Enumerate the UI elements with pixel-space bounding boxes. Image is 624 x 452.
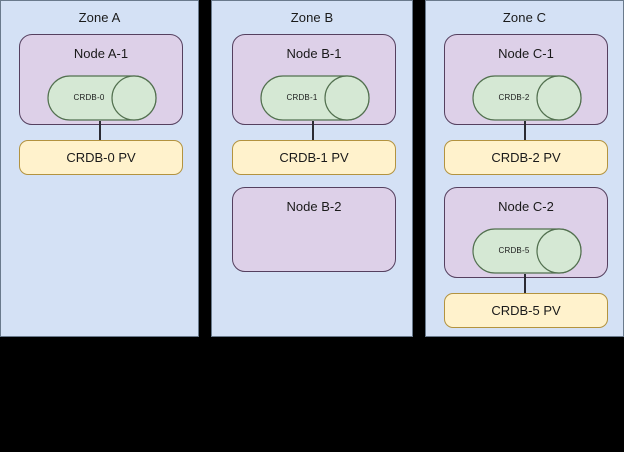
- pod-crdb-2: CRDB-2: [472, 75, 582, 121]
- node-c-1: Node C-1 CRDB-2: [444, 34, 608, 125]
- pv-crdb-5-label: CRDB-5 PV: [491, 303, 561, 318]
- pv-crdb-1-label: CRDB-1 PV: [279, 150, 349, 165]
- zone-c-title: Zone C: [502, 10, 547, 25]
- node-c-2: Node C-2 CRDB-5: [444, 187, 608, 278]
- connector-crdb-2: [524, 121, 526, 141]
- node-a-1-title: Node A-1: [73, 46, 129, 61]
- zone-a: Zone A Node A-1 CRDB-0 CRDB-0 PV: [0, 0, 199, 337]
- pod-crdb-5: CRDB-5: [472, 228, 582, 274]
- node-a-1: Node A-1 CRDB-0: [19, 34, 183, 125]
- node-b-2: Node B-2: [232, 187, 396, 272]
- node-b-1: Node B-1 CRDB-1: [232, 34, 396, 125]
- zone-a-title: Zone A: [78, 10, 121, 25]
- connector-crdb-0: [99, 121, 101, 141]
- connector-crdb-1: [312, 121, 314, 141]
- connector-crdb-5: [524, 274, 526, 294]
- pv-crdb-0: CRDB-0 PV: [19, 140, 183, 175]
- pod-crdb-0: CRDB-0: [47, 75, 157, 121]
- zone-b: Zone B Node B-1 CRDB-1 CRDB-1 PV Node B-…: [211, 0, 413, 337]
- zone-c: Zone C Node C-1 CRDB-2 CRDB-2 PV Node C-…: [425, 0, 624, 337]
- zone-b-title: Zone B: [290, 10, 334, 25]
- pv-crdb-0-label: CRDB-0 PV: [66, 150, 136, 165]
- pod-crdb-1: CRDB-1: [260, 75, 370, 121]
- pv-crdb-2-label: CRDB-2 PV: [491, 150, 561, 165]
- node-c-1-title: Node C-1: [498, 46, 554, 61]
- node-b-2-title: Node B-2: [286, 199, 342, 214]
- pv-crdb-1: CRDB-1 PV: [232, 140, 396, 175]
- node-b-1-title: Node B-1: [286, 46, 342, 61]
- pv-crdb-2: CRDB-2 PV: [444, 140, 608, 175]
- pv-crdb-5: CRDB-5 PV: [444, 293, 608, 328]
- node-c-2-title: Node C-2: [498, 199, 554, 214]
